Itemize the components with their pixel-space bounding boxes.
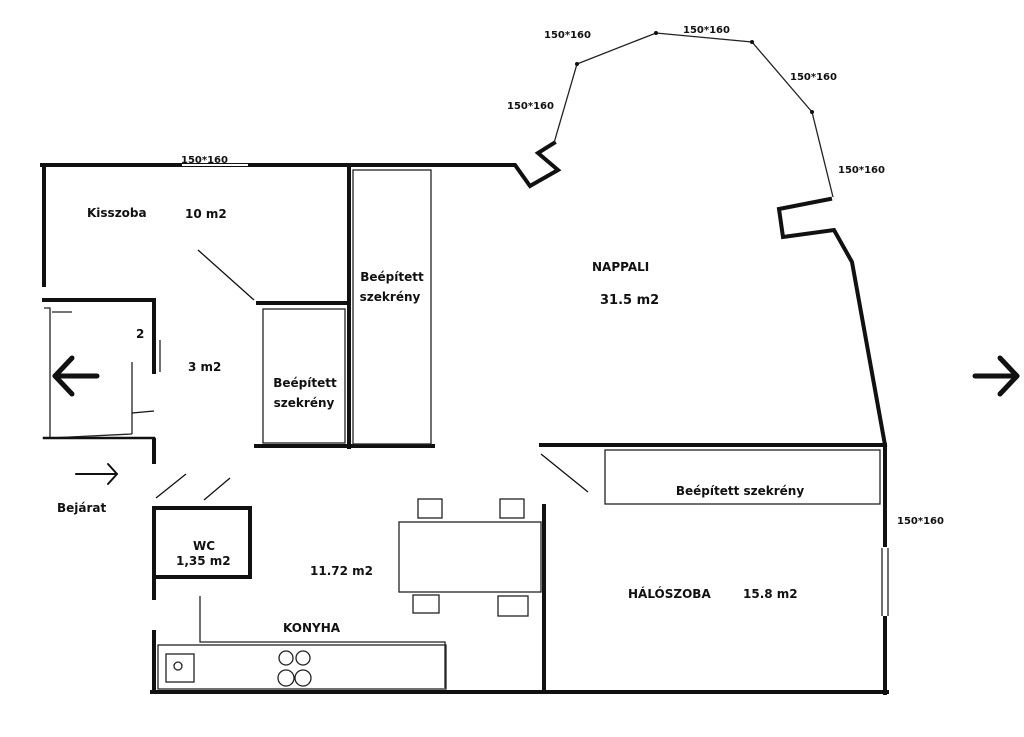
room-area-wc: 1,35 m2 (176, 554, 231, 568)
bay-window-node (810, 110, 814, 114)
doors (131, 249, 589, 501)
stove-burner-icon (277, 669, 295, 687)
wardrobe-1-line2: szekrény (360, 290, 421, 304)
sink-icon (165, 653, 195, 683)
chair (412, 594, 440, 614)
wardrobe-bedroom-label: Beépített szekrény (676, 484, 804, 498)
bay-window-node (654, 31, 658, 35)
chair (497, 595, 529, 617)
tall-wardrobe (352, 169, 432, 445)
kitchen-counter-upper (199, 596, 446, 688)
sink-drain-icon (173, 661, 183, 671)
room-area-small: 3 m2 (188, 360, 221, 374)
wardrobe-2-line1: Beépített (273, 376, 337, 390)
bay-window-node (750, 40, 754, 44)
stove-burner-icon (295, 650, 311, 666)
window-dimension: 150*160 (838, 165, 885, 176)
chair (499, 498, 525, 519)
wardrobe-1-line1: Beépített (360, 270, 424, 284)
kitchen-counter (157, 644, 447, 690)
room-name-haloszoba: HÁLÓSZOBA (628, 586, 711, 601)
door-wc (155, 473, 187, 499)
room-area-kisszoba: 10 m2 (185, 207, 227, 221)
room-name-small: 2 (136, 327, 144, 341)
door-nappali (540, 453, 589, 493)
bedroom-wardrobe (604, 449, 881, 505)
room-area-konyha: 11.72 m2 (310, 564, 373, 578)
interior-details (42, 164, 889, 690)
stove-burner-icon (278, 650, 294, 666)
window-dimension: 150*160 (507, 101, 554, 112)
small-room-frame (44, 307, 133, 439)
room-name-konyha: KONYHA (283, 621, 341, 635)
dining-table (398, 521, 542, 593)
walls (40, 140, 889, 695)
room-name-wc: WC (193, 539, 215, 553)
wardrobe-2-line2: szekrény (274, 396, 335, 410)
door-kitchen (203, 477, 231, 501)
window-dimension: 150*160 (790, 72, 837, 83)
bay-window-node (575, 62, 579, 66)
window-dimension: 150*160 (683, 25, 730, 36)
nappali-right-wall (776, 196, 888, 448)
door-small-room (131, 410, 155, 414)
bay-window (553, 31, 834, 198)
window-dimension: 150*160 (544, 30, 591, 41)
bay-window-outline (553, 32, 834, 198)
window-dimension: 150*160 (897, 516, 944, 527)
wc-walls (152, 506, 252, 579)
room-area-nappali: 31.5 m2 (600, 293, 659, 308)
entrance-label: Bejárat (57, 501, 107, 515)
kisszoba-bottom-wall (42, 298, 156, 374)
room-name-kisszoba: Kisszoba (87, 206, 147, 220)
room-area-haloszoba: 15.8 m2 (743, 587, 798, 601)
small-wardrobe (262, 308, 346, 444)
window-dimension: 150*160 (181, 155, 228, 166)
top-wall-left (40, 140, 562, 189)
stove-burner-icon (294, 669, 312, 687)
chair (417, 498, 443, 519)
room-name-nappali: NAPPALI (592, 260, 649, 274)
door-kisszoba (197, 249, 255, 301)
